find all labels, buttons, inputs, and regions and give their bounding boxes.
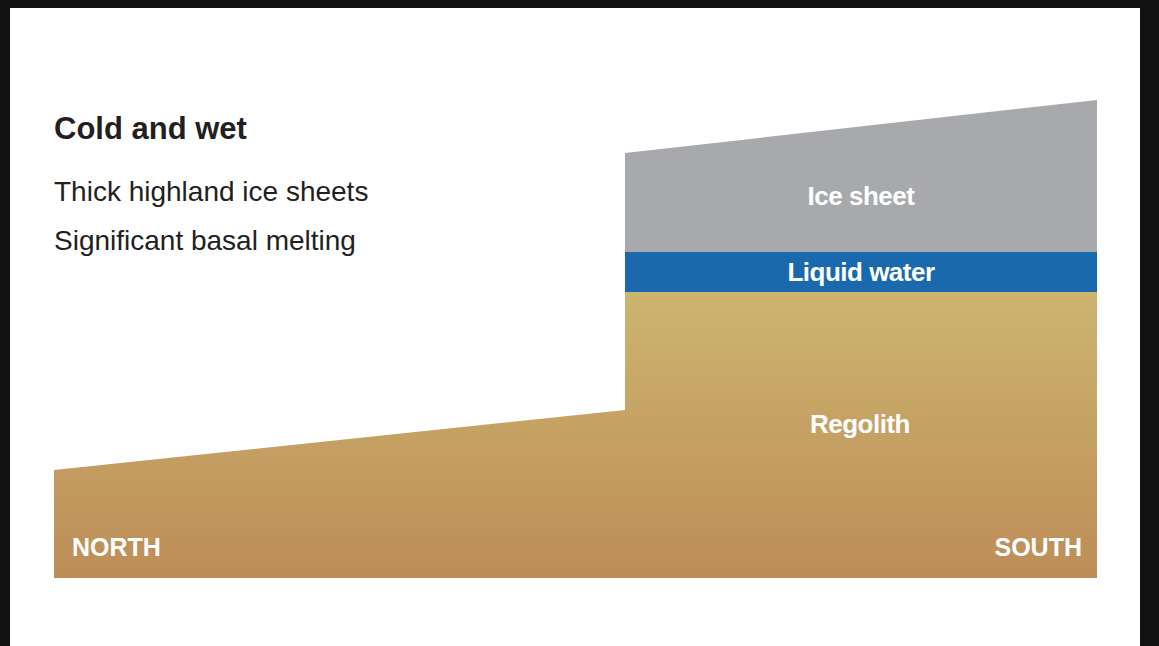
direction-label: SOUTH [995,533,1083,562]
band-shape [625,100,1097,252]
subtitle-line: Thick highland ice sheets [54,176,368,208]
band-label: Regolith [810,409,910,440]
band-fill [625,252,1097,292]
diagram-title: Cold and wet [54,111,247,147]
band-shape [54,292,1097,578]
direction-label: NORTH [72,533,161,562]
regolith-band: Regolith [54,292,1097,578]
subtitle-line: Significant basal melting [54,225,356,257]
band-fill [625,100,1097,252]
band-label: Liquid water [787,257,934,288]
band-label: Ice sheet [808,181,915,212]
liquid-water-band: Liquid water [625,252,1097,292]
ice-sheet-band: Ice sheet [625,100,1097,252]
band-fill [54,292,1097,578]
